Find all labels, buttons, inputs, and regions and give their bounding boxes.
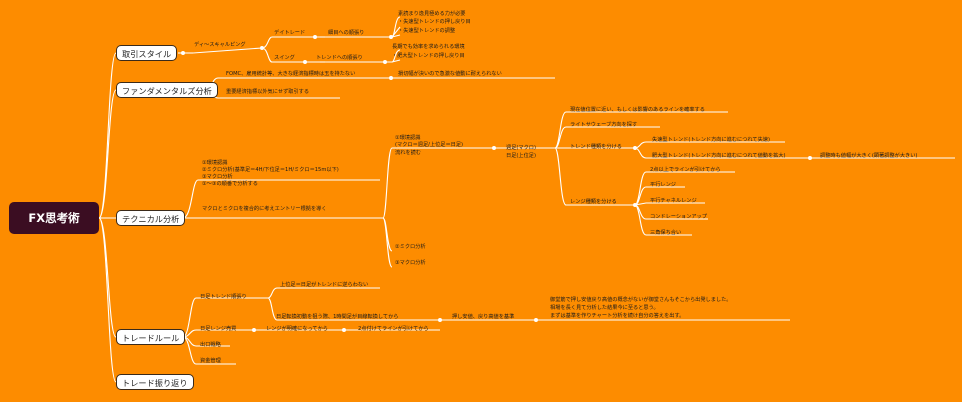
trend-type-expand[interactable]: 肥大型トレンド(トレンド方向に進むにつれて値動を拡大): [652, 153, 786, 159]
env-trend-type[interactable]: トレンド種類を分ける: [570, 144, 622, 150]
rule-range-a[interactable]: レンジが明確になってから: [266, 326, 328, 332]
collapse-dot[interactable]: [808, 156, 812, 160]
tech-step-2[interactable]: ②ミクロ分析(基準足＝4H/下位足＝1H/ミクロ＝15m以下): [202, 167, 339, 173]
range-type-channel[interactable]: 平行チャネルレンジ: [650, 198, 697, 204]
note-daytrade-1[interactable]: 素読まり逸見極める力が必要: [398, 11, 466, 17]
range-type-two-points[interactable]: 2点以上でラインが引けてから: [650, 167, 721, 173]
collapse-dot[interactable]: [534, 318, 538, 322]
collapse-dot[interactable]: [260, 46, 264, 50]
env-near-price[interactable]: 現在値位置に近い、もしくは影響のあるラインを確率する: [570, 107, 705, 113]
env-label-1[interactable]: ①環境認識: [395, 135, 421, 141]
rule-money[interactable]: 資金管理: [200, 358, 221, 364]
node-macro[interactable]: ③マクロ分析: [395, 260, 426, 266]
node-daytrade-trend[interactable]: 細目への順張り: [328, 30, 365, 36]
env-label-3[interactable]: 流れを読む: [395, 150, 421, 156]
env-lightweight[interactable]: ライトサウェーブ方向を探す: [570, 122, 638, 128]
env-range-type[interactable]: レンジ種類を分ける: [570, 199, 617, 205]
collapse-dot[interactable]: [438, 318, 442, 322]
collapse-dot[interactable]: [181, 51, 185, 55]
node-daytrade[interactable]: デイトレード: [274, 30, 306, 36]
node-swing-trend[interactable]: トレンドへの順張り: [316, 55, 363, 61]
note-daytrade-2[interactable]: ・失速型トレンドの押し戻り目: [398, 19, 471, 25]
range-type-triangle[interactable]: 三角保ち合い: [650, 230, 682, 236]
rule-trend-follow[interactable]: 日足トレンド順張り: [200, 294, 247, 300]
root-node[interactable]: FX思考術: [9, 202, 99, 234]
range-type-parallel[interactable]: 平行レンジ: [650, 182, 676, 188]
trend-type-decel[interactable]: 失速型トレンド(トレンド方向に進むにつれて失速): [652, 137, 771, 143]
collapse-dot[interactable]: [492, 146, 496, 150]
node-fundamentals-stoploss[interactable]: 損切幅が決いので急激な値動に耐えられない: [398, 71, 502, 77]
tech-step-3[interactable]: ③マクロ分析: [202, 174, 233, 180]
collapse-dot[interactable]: [389, 76, 393, 80]
collapse-dot[interactable]: [389, 35, 393, 39]
node-fundamentals[interactable]: ファンダメンタルズ分析: [116, 82, 218, 98]
collapse-dot[interactable]: [252, 328, 256, 332]
rule-trend-note-2[interactable]: 相場を長く見て分析した結果今に至ると思う。: [550, 305, 659, 311]
rule-trend-item-1[interactable]: 上位足＝日足がトレンドに逆らわない: [280, 282, 369, 288]
rule-range-b[interactable]: 2点付けてラインが引けてから: [358, 326, 429, 332]
node-fundamentals-ignore[interactable]: 重要経済指標以外気にせず取引する: [226, 89, 310, 95]
note-swing-1[interactable]: 長期でも効率を求められる環境: [392, 44, 465, 50]
node-scalping[interactable]: ディ〜スキャルピング: [194, 42, 246, 48]
env-label-2[interactable]: (マクロ＝週足/上位足＝日足): [395, 142, 464, 148]
env-frame-weekly[interactable]: 週足(マクロ): [506, 145, 536, 151]
node-micro[interactable]: ②ミクロ分析: [395, 244, 426, 250]
env-frame-daily[interactable]: 日足(上位足): [506, 153, 536, 159]
tech-combine[interactable]: マクロとミクロを複合的に考えエントリー根拠を導く: [202, 206, 327, 212]
range-type-condition[interactable]: コンドレーションアップ: [650, 214, 707, 220]
tech-step-order[interactable]: ①〜③の順番で分析する: [202, 181, 258, 187]
node-fundamentals-fomc[interactable]: FOMC、雇用統計等、大きな経済指標時は玉を持たない: [226, 71, 356, 77]
collapse-dot[interactable]: [633, 203, 637, 207]
collapse-dot[interactable]: [303, 60, 307, 64]
collapse-dot[interactable]: [383, 60, 387, 64]
collapse-dot[interactable]: [342, 328, 346, 332]
trend-type-note[interactable]: 調整時も値幅が大きく(顕著調整が大きい): [820, 153, 918, 159]
node-trade-style[interactable]: 取引スタイル: [116, 45, 178, 61]
rule-trend-basis[interactable]: まずは基準を作りチャート分析を続け自分の答えを出す。: [550, 313, 685, 319]
note-daytrade-3[interactable]: ・失速型トレンドの調整: [398, 28, 456, 34]
collapse-dot[interactable]: [633, 146, 637, 150]
rule-trend-push[interactable]: 押し安値、戻り高値を基準: [452, 314, 515, 320]
collapse-dot[interactable]: [313, 35, 317, 39]
rule-range[interactable]: 日足レンジ売買: [200, 326, 237, 332]
node-review[interactable]: トレード振り返り: [116, 374, 194, 390]
note-swing-2[interactable]: ・肥大型トレンドの押し戻り目: [392, 53, 465, 59]
rule-exit[interactable]: 出口戦略: [200, 342, 221, 348]
rule-trend-item-2[interactable]: 日足転換初動を狙う際、1時間足が目線転換してから: [276, 314, 399, 320]
node-swing[interactable]: スイング: [274, 55, 295, 61]
tech-step-1[interactable]: ①環境認識: [202, 160, 228, 166]
node-trade-rule[interactable]: トレードルール: [116, 329, 186, 345]
rule-trend-note-1[interactable]: 御堂筋で押し安値戻り高値の概念がないが御堂さんもそこから出発しました。: [550, 297, 732, 303]
node-technical[interactable]: テクニカル分析: [116, 210, 186, 226]
